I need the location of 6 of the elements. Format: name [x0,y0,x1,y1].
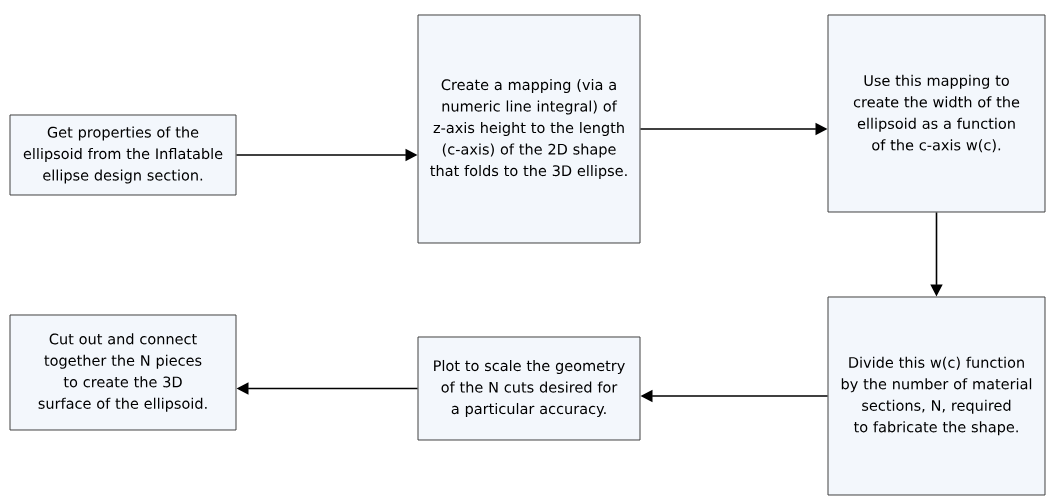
process-box: Plot to scale the geometry of the N cuts desired for a particular accuracy. [417,336,641,441]
process-box: Get properties of the ellipsoid from the Inflatable ellipse design section. [9,114,237,196]
process-box: Divide this w(c) function by the number of material sections, N, required to fabricate the shape. [827,296,1046,496]
process-box: Cut out and connect together the N pieces to create the 3D surface of the ellipsoid. [9,314,237,431]
process-box: Use this mapping to create the width of the ellipsoid as a function of the c-axis w(c). [827,14,1046,213]
process-box: Create a mapping (via a numeric line integral) of z-axis height to the length (c-axis) of the 2D shape that folds to the 3D ellipse. [417,14,641,244]
